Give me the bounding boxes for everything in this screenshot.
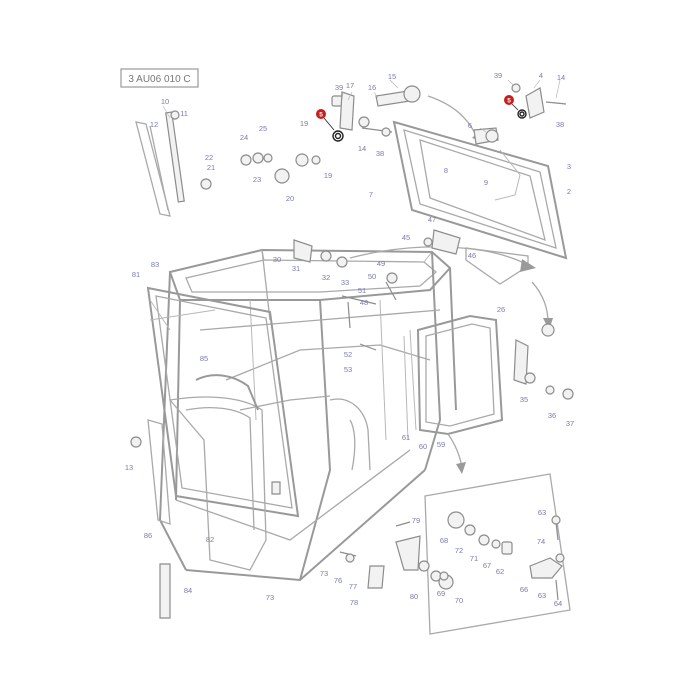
callout-77: 77 [349, 582, 357, 591]
callout-66: 66 [520, 585, 528, 594]
windscreen [146, 286, 300, 518]
callout-11: 11 [180, 109, 188, 118]
callout-39: 39 [494, 71, 502, 80]
callout-24: 24 [240, 133, 248, 142]
callout-7: 7 [369, 190, 373, 199]
callout-31: 31 [292, 264, 300, 273]
callout-21: 21 [207, 163, 215, 172]
callout-51: 51 [358, 286, 366, 295]
callout-68: 68 [440, 536, 448, 545]
callout-5: 5 [319, 112, 323, 119]
callout-13: 13 [125, 463, 133, 472]
callout-63: 63 [538, 508, 546, 517]
callout-76: 76 [334, 576, 342, 585]
callout-50: 50 [368, 272, 376, 281]
reference-code: 3 AU06 010 C [128, 74, 190, 85]
callout-26: 26 [497, 305, 505, 314]
callout-48: 48 [360, 298, 368, 307]
callout-22: 22 [205, 153, 213, 162]
cab-frame [158, 248, 457, 582]
callout-61: 61 [402, 433, 410, 442]
callout-73: 73 [266, 593, 274, 602]
callout-62: 62 [496, 567, 504, 576]
callout-78: 78 [350, 598, 358, 607]
stay-bar [465, 247, 529, 285]
callout-86: 86 [144, 531, 152, 540]
rear-window [403, 314, 504, 441]
callout-labels: 5 5 39 17 16 15 39 4 14 38 19 14 38 6 10… [125, 71, 574, 608]
callout-38: 38 [556, 120, 564, 129]
callout-64: 64 [554, 599, 562, 608]
callout-33: 33 [341, 278, 349, 287]
callout-25: 25 [259, 124, 267, 133]
callout-79: 79 [412, 516, 420, 525]
callout-38: 38 [376, 149, 384, 158]
roof-window [392, 120, 568, 260]
callout-47: 47 [428, 215, 436, 224]
callout-70: 70 [455, 596, 463, 605]
callout-69: 69 [437, 589, 445, 598]
callout-8: 8 [444, 166, 448, 175]
callout-80: 80 [410, 592, 418, 601]
callout-60: 60 [419, 442, 427, 451]
callout-10: 10 [161, 97, 169, 106]
callout-19: 19 [300, 119, 308, 128]
callout-81: 81 [132, 270, 140, 279]
callout-9: 9 [484, 178, 488, 187]
callout-marker [504, 95, 514, 105]
callout-marker [316, 109, 326, 119]
callout-15: 15 [388, 72, 396, 81]
callout-4: 4 [539, 71, 543, 80]
callout-14: 14 [358, 144, 366, 153]
callout-67: 67 [483, 561, 491, 570]
callout-14: 14 [557, 73, 565, 82]
callout-30: 30 [273, 255, 281, 264]
reference-code-box: 3 AU06 010 C [120, 68, 199, 88]
callout-3: 3 [567, 162, 571, 171]
callout-39: 39 [335, 83, 343, 92]
callout-52: 52 [344, 350, 352, 359]
callout-72: 72 [455, 546, 463, 555]
callout-32: 32 [322, 273, 330, 282]
callout-6: 6 [468, 121, 472, 130]
callout-20: 20 [286, 194, 294, 203]
callout-2: 2 [567, 187, 571, 196]
callout-71: 71 [470, 554, 478, 563]
leader-lines [162, 79, 561, 133]
hinge-hardware [130, 83, 574, 495]
highlighted-part-5 [323, 103, 527, 142]
callout-53: 53 [344, 365, 352, 374]
callout-16: 16 [368, 83, 376, 92]
callout-5: 5 [507, 98, 511, 105]
gas-strut [135, 110, 185, 217]
callout-19: 19 [324, 171, 332, 180]
callout-63: 63 [538, 591, 546, 600]
callout-83: 83 [151, 260, 159, 269]
callout-82: 82 [206, 535, 214, 544]
callout-84: 84 [184, 586, 192, 595]
callout-37: 37 [566, 419, 574, 428]
callout-46: 46 [468, 251, 476, 260]
callout-49: 49 [377, 259, 385, 268]
callout-45: 45 [402, 233, 410, 242]
callout-36: 36 [548, 411, 556, 420]
door-frame [168, 374, 267, 571]
callout-23: 23 [253, 175, 261, 184]
door-lock-hardware [159, 511, 565, 619]
callout-17: 17 [346, 81, 354, 90]
callout-74: 74 [537, 537, 545, 546]
callout-59: 59 [437, 440, 445, 449]
callout-12: 12 [150, 120, 158, 129]
callout-35: 35 [520, 395, 528, 404]
callout-73: 73 [320, 569, 328, 578]
seal-strip [147, 419, 171, 525]
door-panel [424, 473, 571, 635]
callout-85: 85 [200, 354, 208, 363]
